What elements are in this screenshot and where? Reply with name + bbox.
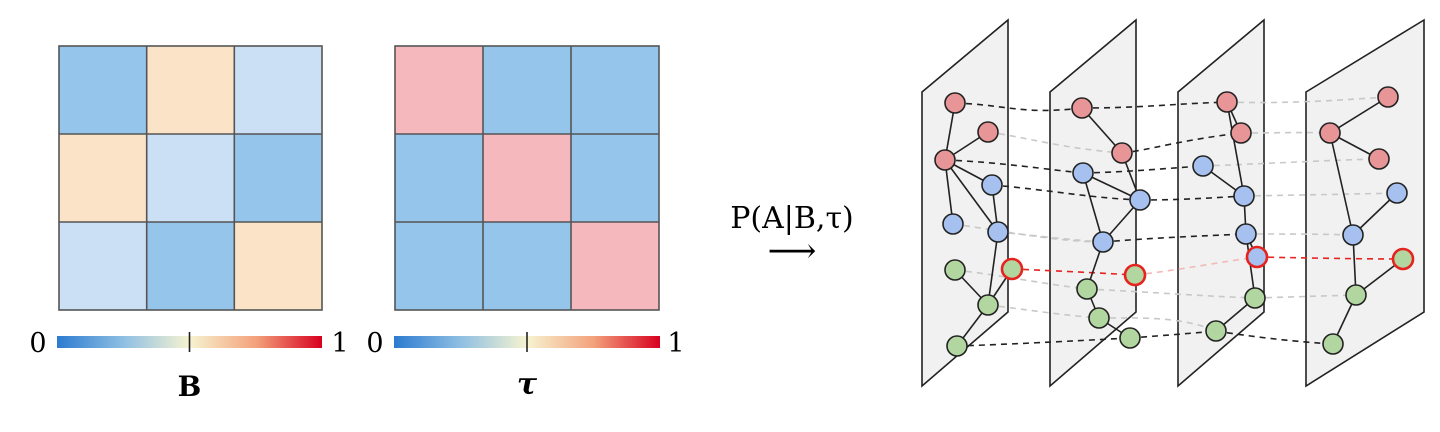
matrix-b-cell-2-1 [146, 222, 235, 310]
node-green [977, 294, 999, 316]
matrix-tau-cell-1-2 [571, 134, 659, 222]
matrix-b-cell-0-1 [146, 46, 235, 134]
node-red [944, 92, 966, 114]
matrix-b-cell-0-0 [59, 46, 147, 134]
network-nodes [934, 86, 1415, 357]
formula-arrow: ⟶ [768, 231, 817, 271]
node-blue-highlighted [1245, 245, 1269, 269]
node-red [1216, 91, 1238, 113]
multilayer-network [921, 18, 1425, 388]
node-red [1111, 142, 1133, 164]
node-red [1230, 122, 1252, 144]
network-layer-3 [1177, 18, 1265, 388]
matrix-b-cell-1-0 [59, 134, 147, 222]
matrix-tau-cell-2-1 [483, 222, 571, 310]
node-blue [981, 174, 1003, 196]
node-green [1119, 327, 1141, 349]
node-blue [1386, 182, 1408, 204]
node-blue [1233, 185, 1255, 207]
node-red [1071, 97, 1093, 119]
colorbar-tau: 0 1 τ [366, 328, 684, 402]
matrix-b-cell-2-2 [234, 222, 322, 310]
matrix-tau-cell-2-0 [395, 222, 483, 310]
matrix-b-cell-1-2 [234, 134, 322, 222]
node-green [1244, 287, 1266, 309]
matrix-b-cells [59, 46, 322, 310]
matrix-tau-cell-0-2 [571, 46, 659, 134]
node-green [946, 335, 968, 357]
matrix-tau-cells [395, 46, 659, 310]
matrix-tau-label: τ [517, 367, 538, 402]
colorbar-b-max: 1 [331, 328, 348, 359]
node-green-highlighted [1123, 263, 1147, 287]
node-green [1205, 320, 1227, 342]
node-blue [1342, 224, 1364, 246]
matrix-tau-cell-1-0 [395, 134, 483, 222]
layer-2-plane [1049, 18, 1137, 388]
node-green [1345, 284, 1367, 306]
colorbar-tau-min: 0 [366, 328, 383, 359]
matrix-tau-cell-1-1 [483, 134, 571, 222]
colorbar-b-min: 0 [29, 328, 46, 359]
layer-3-plane [1177, 18, 1265, 388]
matrix-b-cell-1-1 [146, 134, 235, 222]
matrix-b-grid [58, 45, 323, 311]
network-layer-4 [1305, 18, 1425, 388]
matrix-tau-cell-2-2 [571, 222, 659, 310]
colorbar-tau-max: 1 [667, 328, 684, 359]
node-green [944, 259, 966, 281]
node-red [1319, 122, 1341, 144]
matrix-tau: 0 1 τ [366, 45, 685, 402]
node-green-highlighted [1000, 257, 1024, 281]
formula-text: P(A|B,τ) [730, 201, 854, 236]
node-red [977, 121, 999, 143]
node-green-highlighted [1391, 247, 1415, 271]
node-blue [1235, 223, 1257, 245]
matrix-b: 0 1 B [29, 45, 349, 403]
node-red [934, 149, 956, 171]
matrix-tau-cell-0-0 [395, 46, 483, 134]
node-blue [1072, 162, 1094, 184]
node-blue [942, 213, 964, 235]
node-red [1368, 148, 1390, 170]
matrix-b-cell-0-2 [234, 46, 322, 134]
node-green [1322, 333, 1344, 355]
node-green [1076, 278, 1098, 300]
node-blue [1129, 189, 1151, 211]
node-red [1377, 86, 1399, 108]
colorbar-b: 0 1 B [29, 328, 348, 403]
network-layer-2 [1049, 18, 1137, 388]
generative-formula: P(A|B,τ) ⟶ [730, 201, 854, 271]
node-blue [987, 221, 1009, 243]
node-blue [1192, 155, 1214, 177]
matrix-b-label: B [178, 370, 202, 403]
node-green [1088, 307, 1110, 329]
matrix-tau-cell-0-1 [483, 46, 571, 134]
layer-4-plane [1305, 18, 1425, 388]
node-blue [1092, 231, 1114, 253]
matrix-b-cell-2-0 [59, 222, 147, 310]
matrix-tau-grid [394, 45, 660, 311]
